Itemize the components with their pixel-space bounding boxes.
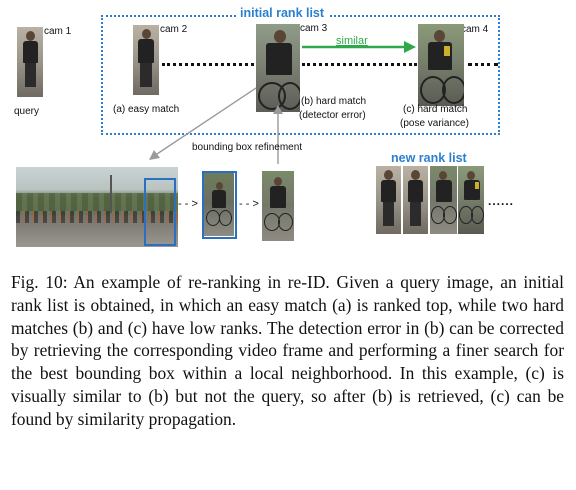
figure: initial rank list cam 1 cam 2 cam 3 cam … <box>14 6 515 247</box>
hard-match-b-image <box>256 24 300 112</box>
new-rank-trailing-dots: ...... <box>488 194 515 208</box>
refined-crop-image <box>262 171 294 241</box>
new-rank-match-a-image <box>403 166 428 234</box>
similar-label: similar <box>336 35 368 47</box>
rank-dotted-line-1 <box>162 63 254 66</box>
hard-match-b-label-2: (detector error) <box>299 110 366 121</box>
cam-3-label: cam 3 <box>300 23 328 34</box>
cam-1-label: cam 1 <box>44 26 72 37</box>
new-rank-list-title: new rank list <box>391 151 467 165</box>
easy-match-image <box>133 25 159 95</box>
cam-4-label: cam 4 <box>461 24 489 35</box>
refine-arrow-2: - - > <box>239 198 259 210</box>
cam-2-label: cam 2 <box>160 24 188 35</box>
new-rank-match-b-image <box>430 166 457 234</box>
easy-match-label: (a) easy match <box>113 104 180 115</box>
rank-dotted-line-2 <box>302 63 417 66</box>
initial-rank-list-title: initial rank list <box>236 6 329 20</box>
hard-match-c-label-1: (c) hard match <box>403 104 468 115</box>
frame-bbox <box>144 178 176 246</box>
new-rank-query-image <box>376 166 401 234</box>
bbox-refinement-label: bounding box refinement <box>192 142 303 153</box>
figure-caption: Fig. 10: An example of re-ranking in re-… <box>11 272 564 429</box>
hard-match-b-label-1: (b) hard match <box>301 96 367 107</box>
similar-arrow <box>302 41 416 53</box>
hard-match-c-label-2: (pose variance) <box>400 118 469 129</box>
video-frame-image <box>16 167 178 247</box>
zoomed-crop-bbox <box>202 171 237 239</box>
retrieve-frame-arrow <box>149 87 257 160</box>
refine-arrow-1: - - > <box>178 198 198 210</box>
refinement-up-arrow <box>273 105 283 164</box>
new-rank-match-c-image <box>458 166 484 234</box>
query-image <box>17 27 43 97</box>
rank-dotted-line-3 <box>468 63 498 66</box>
hard-match-c-image <box>418 24 464 106</box>
zoomed-crop-image <box>203 172 234 236</box>
query-label: query <box>14 106 40 117</box>
